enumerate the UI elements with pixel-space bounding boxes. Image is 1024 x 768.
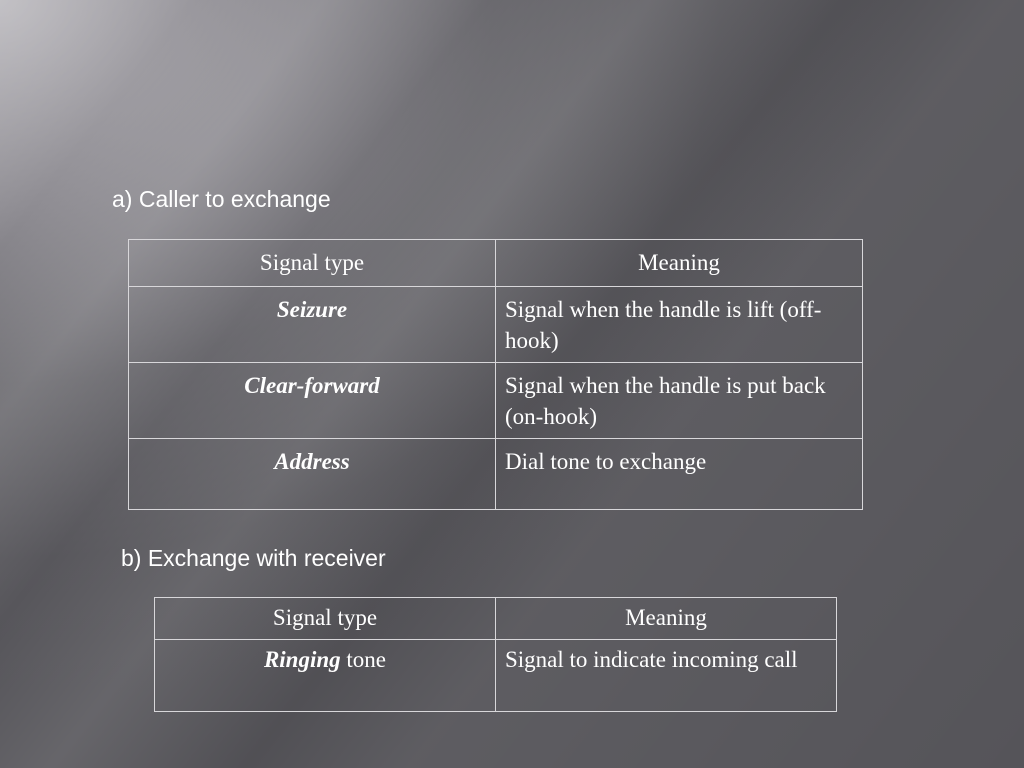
meaning-cell: Signal when the handle is put back (on-h…: [495, 362, 863, 439]
signal-type-cell: Clear-forward: [128, 362, 496, 439]
caller-to-exchange-table: Signal type Meaning Seizure Signal when …: [128, 239, 863, 510]
table-header-row: Signal type Meaning: [128, 239, 863, 287]
table-header-row: Signal type Meaning: [154, 597, 837, 640]
header-meaning: Meaning: [495, 239, 863, 287]
signal-type-cell: Ringing tone: [154, 639, 496, 712]
meaning-cell: Signal when the handle is lift (off-hook…: [495, 286, 863, 363]
table-row: Ringing tone Signal to indicate incoming…: [154, 639, 837, 712]
section-a-heading: a) Caller to exchange: [112, 186, 331, 212]
header-signal-type: Signal type: [154, 597, 496, 640]
signal-type-cell: Seizure: [128, 286, 496, 363]
section-b-heading: b) Exchange with receiver: [121, 545, 386, 571]
table-row: Address Dial tone to exchange: [128, 438, 863, 510]
table-row: Seizure Signal when the handle is lift (…: [128, 286, 863, 363]
header-signal-type: Signal type: [128, 239, 496, 287]
header-meaning: Meaning: [495, 597, 837, 640]
exchange-with-receiver-table: Signal type Meaning Ringing tone Signal …: [154, 597, 837, 712]
table-row: Clear-forward Signal when the handle is …: [128, 362, 863, 439]
signal-type-cell: Address: [128, 438, 496, 510]
meaning-cell: Dial tone to exchange: [495, 438, 863, 510]
meaning-cell: Signal to indicate incoming call: [495, 639, 837, 712]
